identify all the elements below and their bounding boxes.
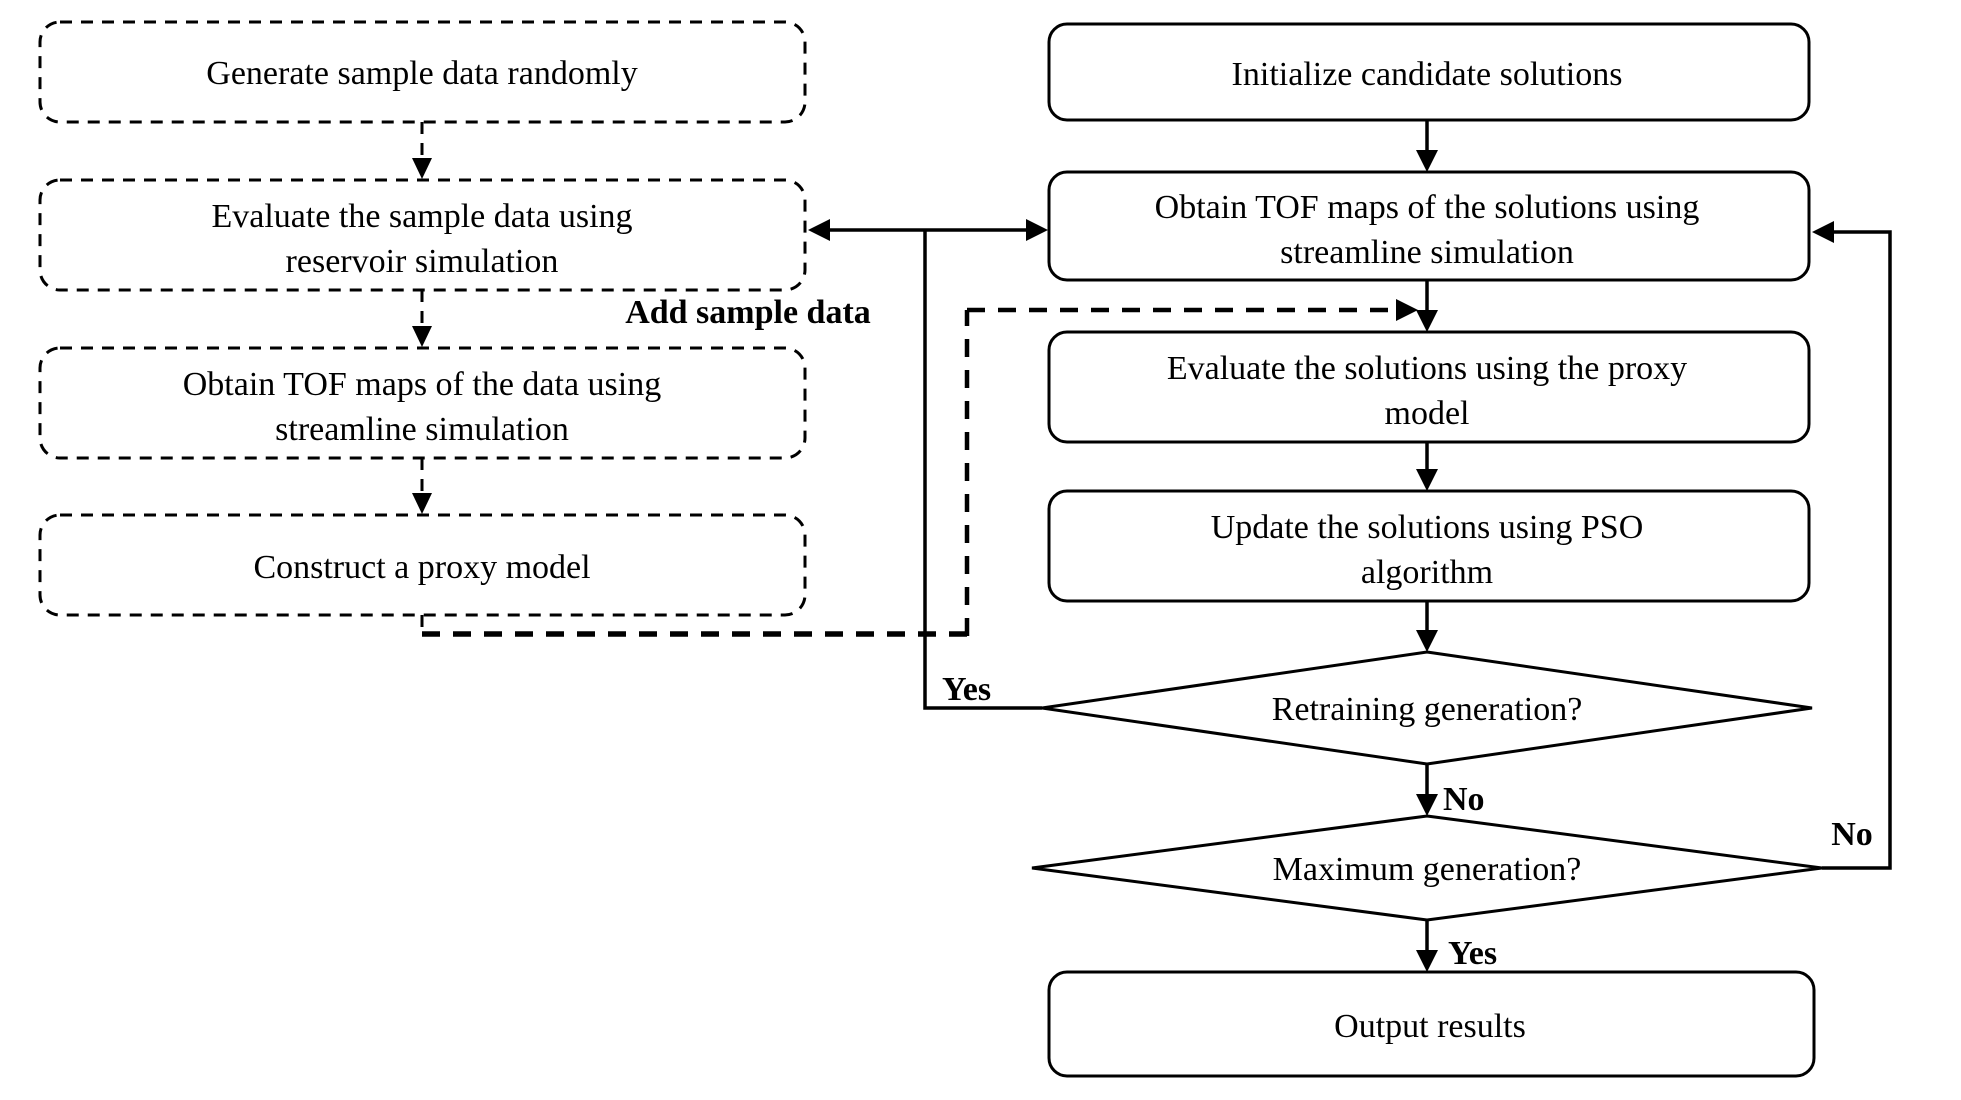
- arrow-update-to-retraining: [1416, 601, 1438, 652]
- node-evaluate-solutions-proxy: Evaluate the solutions using the proxy m…: [1047, 330, 1811, 444]
- box-evaluate-solutions-proxy-line1: Evaluate the solutions using the proxy: [1167, 350, 1687, 387]
- node-initialize-candidate-solutions: Initialize candidate solutions: [1047, 22, 1811, 122]
- box-generate-sample-data-label: Generate sample data randomly: [206, 55, 637, 92]
- loop-add-sample-data: Add sample data: [420, 294, 1418, 637]
- arrow-initialize-to-obtain: [1416, 120, 1438, 172]
- node-obtain-tof-maps-solutions: Obtain TOF maps of the solutions using s…: [1047, 170, 1811, 282]
- box-evaluate-solutions-proxy: [1047, 330, 1811, 444]
- double-arrow-evaluate-obtain: [808, 219, 1048, 241]
- loop-maximum-no-head: [1812, 221, 1834, 243]
- label-retraining-yes: Yes: [942, 671, 991, 708]
- box-output-results-label: Output results: [1334, 1008, 1526, 1045]
- arrow-obtain-to-construct: [412, 458, 432, 514]
- label-maximum-no: No: [1831, 816, 1873, 853]
- arrow-retraining-no: No: [1416, 764, 1485, 818]
- arrow-maximum-yes-head: [1416, 950, 1438, 972]
- box-construct-proxy-model-label: Construct a proxy model: [253, 549, 590, 586]
- box-update-solutions-pso-line2: algorithm: [1361, 554, 1493, 591]
- decision-maximum-generation-label: Maximum generation?: [1273, 851, 1582, 888]
- box-update-solutions-pso: [1047, 489, 1811, 603]
- arrow-generate-to-evaluate-head: [412, 158, 432, 179]
- box-initialize-candidate-solutions-label: Initialize candidate solutions: [1232, 56, 1623, 93]
- node-evaluate-sample-data: Evaluate the sample data using reservoir…: [38, 178, 807, 292]
- label-add-sample-data: Add sample data: [625, 294, 871, 331]
- arrow-obtain-to-evaluate-solutions: [1416, 280, 1438, 332]
- arrow-maximum-yes: Yes: [1416, 920, 1497, 972]
- box-obtain-tof-maps-solutions-line2: streamline simulation: [1280, 234, 1574, 271]
- loop-maximum-no: No: [1812, 221, 1892, 870]
- node-update-solutions-pso: Update the solutions using PSO algorithm: [1047, 489, 1811, 603]
- arrow-obtain-to-evaluate-solutions-head: [1416, 310, 1438, 332]
- box-update-solutions-pso-line1: Update the solutions using PSO: [1211, 509, 1644, 546]
- loop-retraining-yes: Yes: [923, 230, 1042, 710]
- double-arrow-right-head: [1026, 219, 1048, 241]
- box-obtain-tof-maps-data-line1: Obtain TOF maps of the data using: [183, 366, 661, 403]
- arrow-retraining-no-head: [1416, 794, 1438, 816]
- loop-maximum-no-line: [1822, 230, 1892, 870]
- double-arrow-left-head: [808, 219, 830, 241]
- arrow-update-to-retraining-head: [1416, 630, 1438, 652]
- decision-retraining-generation: Retraining generation?: [1041, 650, 1813, 766]
- label-retraining-no: No: [1443, 781, 1485, 818]
- box-obtain-tof-maps-solutions-line1: Obtain TOF maps of the solutions using: [1155, 189, 1700, 226]
- node-generate-sample-data: Generate sample data randomly: [38, 20, 807, 124]
- arrow-obtain-to-construct-head: [412, 493, 432, 514]
- box-initialize-candidate-solutions: [1047, 22, 1811, 122]
- arrow-evaluate-to-update: [1416, 442, 1438, 491]
- box-evaluate-sample-data-line2: reservoir simulation: [286, 243, 559, 280]
- arrow-evaluate-to-obtain: [412, 290, 432, 347]
- right-column: Initialize candidate solutions Obtain TO…: [1031, 22, 1823, 1078]
- arrow-evaluate-to-update-head: [1416, 469, 1438, 491]
- label-maximum-yes: Yes: [1448, 935, 1497, 972]
- decision-maximum-generation: Maximum generation?: [1031, 814, 1823, 922]
- box-obtain-tof-maps-solutions: [1047, 170, 1811, 282]
- node-obtain-tof-maps-data: Obtain TOF maps of the data using stream…: [38, 346, 807, 460]
- box-construct-proxy-model: [38, 513, 807, 617]
- arrow-initialize-to-obtain-head: [1416, 150, 1438, 172]
- loop-retraining-yes-line: [923, 230, 1042, 710]
- left-column: Generate sample data randomly Evaluate t…: [38, 20, 807, 617]
- node-output-results: Output results: [1047, 970, 1816, 1078]
- decision-retraining-generation-label: Retraining generation?: [1272, 691, 1583, 728]
- arrow-evaluate-to-obtain-head: [412, 326, 432, 347]
- box-evaluate-sample-data-line1: Evaluate the sample data using: [211, 198, 632, 235]
- arrow-generate-to-evaluate: [412, 122, 432, 179]
- box-evaluate-solutions-proxy-line2: model: [1385, 395, 1470, 432]
- node-construct-proxy-model: Construct a proxy model: [38, 513, 807, 617]
- box-output-results: [1047, 970, 1816, 1078]
- box-generate-sample-data: [38, 20, 807, 124]
- box-obtain-tof-maps-data-line2: streamline simulation: [275, 411, 569, 448]
- loop-add-sample-head: [1396, 299, 1418, 321]
